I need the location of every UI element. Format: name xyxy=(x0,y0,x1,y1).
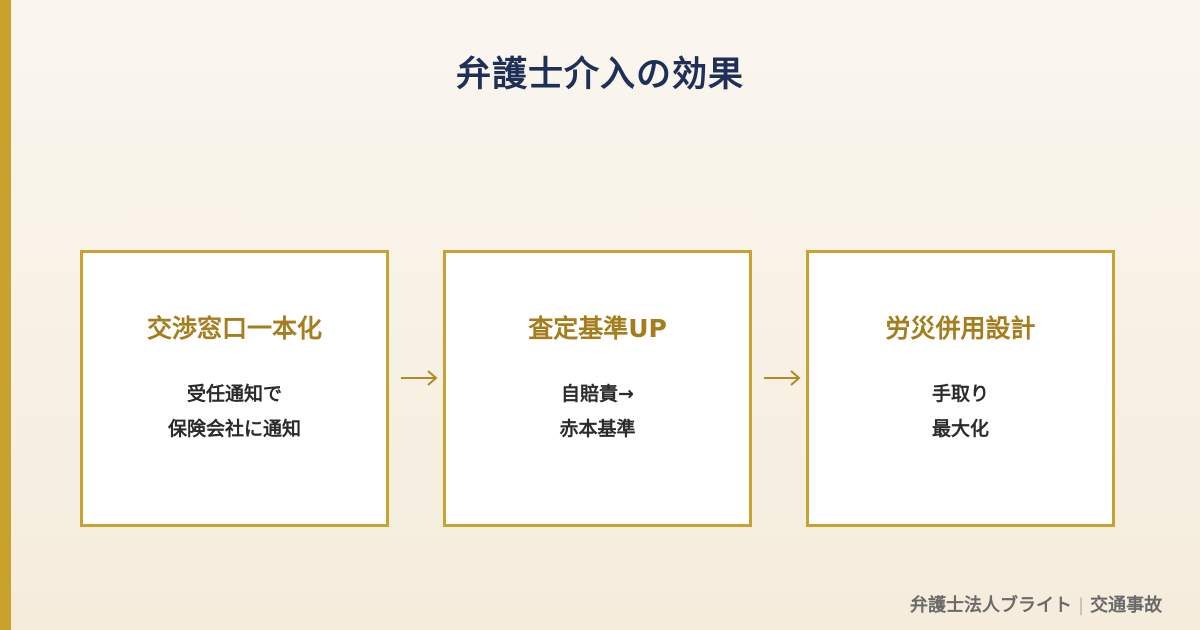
arrow-right-icon xyxy=(764,370,801,386)
card-title: 査定基準UP xyxy=(528,314,667,343)
card-title: 交渉窓口一本化 xyxy=(146,314,322,343)
card-text-line: 受任通知で xyxy=(186,383,282,405)
footer-credit: 弁護士法人ブライト |交通事故 xyxy=(910,591,1162,617)
card-text-line: 自賠責→ xyxy=(561,383,634,405)
card-text-line: 手取り xyxy=(931,383,989,405)
footer-firm-name: 弁護士法人ブライト xyxy=(910,595,1072,616)
card-workers-comp-design: 労災併用設計 手取り 最大化 xyxy=(806,250,1115,527)
left-accent-bar xyxy=(0,0,11,630)
footer-topic: 交通事故 xyxy=(1090,595,1163,616)
card-text-line: 保険会社に通知 xyxy=(167,418,301,440)
card-negotiation-window: 交渉窓口一本化 受任通知で 保険会社に通知 xyxy=(80,250,389,527)
page-title: 弁護士介入の効果 xyxy=(455,55,744,95)
card-text-line: 最大化 xyxy=(931,418,989,440)
card-text-line: 赤本基準 xyxy=(559,418,636,440)
footer-separator: | xyxy=(1078,595,1085,616)
card-assessment-standard: 査定基準UP 自賠責→ 赤本基準 xyxy=(443,250,752,527)
arrow-right-icon xyxy=(401,370,438,386)
card-title: 労災併用設計 xyxy=(885,314,1036,343)
